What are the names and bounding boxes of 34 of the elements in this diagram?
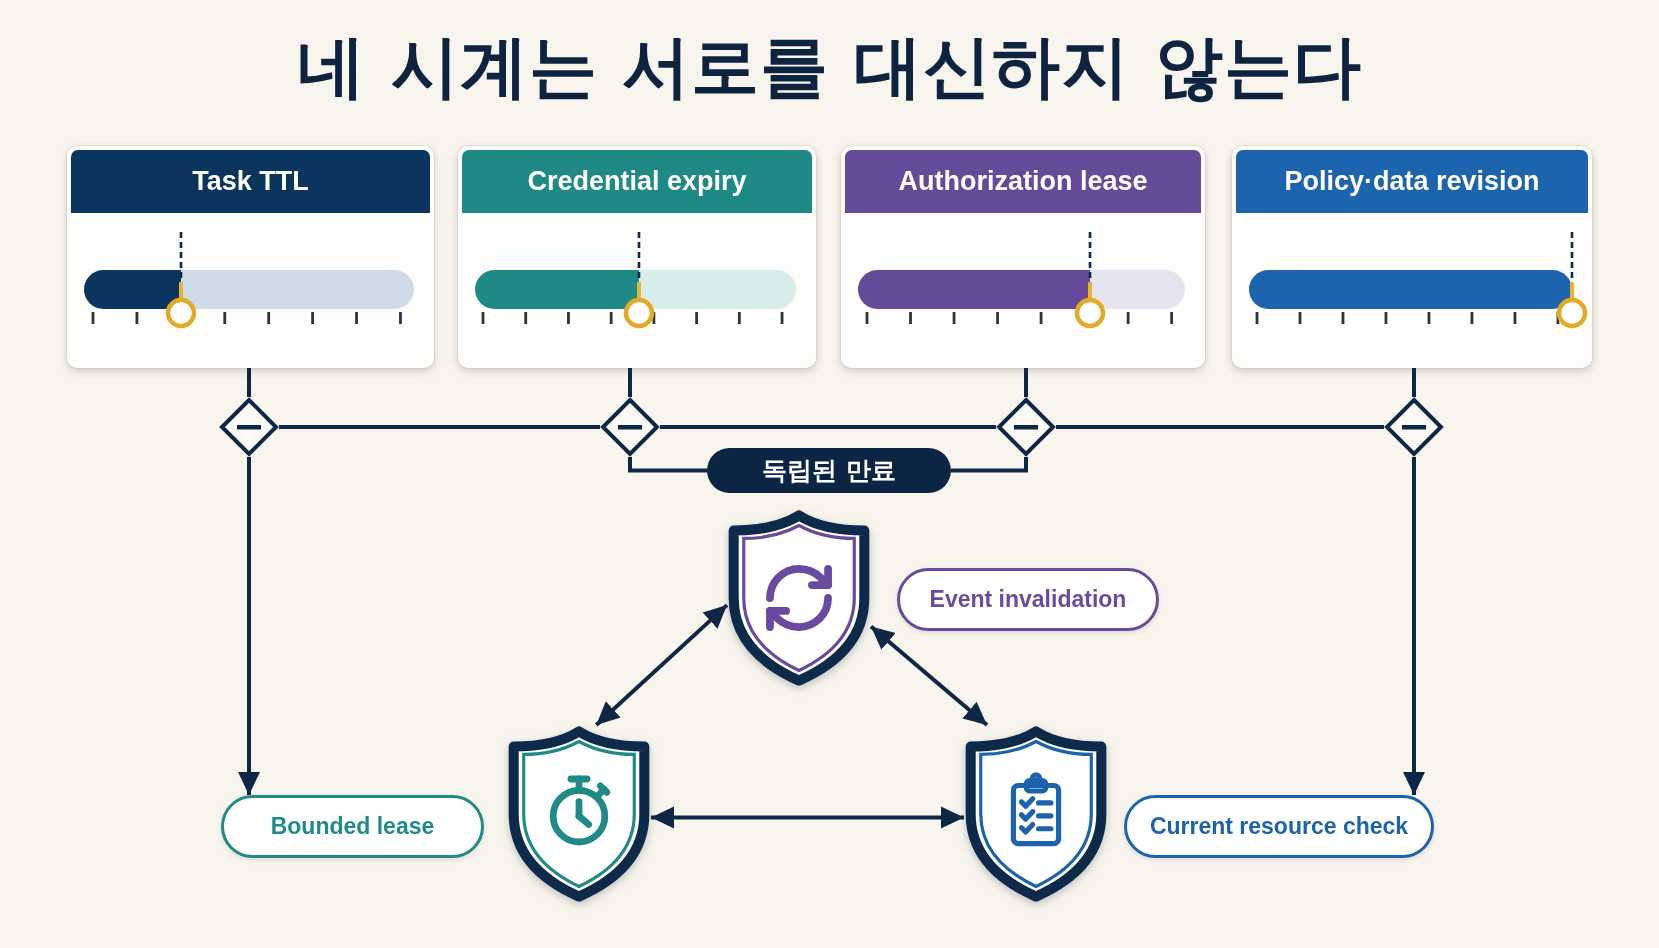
connector-line: [660, 425, 996, 429]
label-pill: Bounded lease: [221, 795, 484, 858]
shield-badge: [964, 725, 1108, 903]
card-header: Authorization lease: [845, 150, 1201, 213]
arrow: [1403, 457, 1425, 795]
connector-line: [628, 457, 707, 473]
junction-diamond: [600, 397, 660, 457]
shield-badge: [727, 509, 871, 687]
connector-line: [951, 457, 1028, 473]
card-header: Policy·data revision: [1236, 150, 1588, 213]
connector-line: [1024, 368, 1028, 397]
timer-card: [1232, 146, 1592, 368]
diagram-title: 네 시계는 서로를 대신하지 않는다: [297, 26, 1362, 108]
connector-line: [1056, 425, 1384, 429]
junction-diamond: [219, 397, 279, 457]
timer-card: [67, 146, 434, 368]
connector-line: [1412, 368, 1416, 397]
card-header: Task TTL: [71, 150, 430, 213]
junction-diamond: [996, 397, 1056, 457]
shield-badge: [507, 725, 651, 903]
connector-line: [628, 368, 632, 397]
connector-line: [247, 368, 251, 397]
label-pill: Current resource check: [1124, 795, 1434, 858]
card-header: Credential expiry: [462, 150, 812, 213]
heading-pill: 독립된 만료: [707, 448, 951, 493]
double-headed-arrow: [651, 806, 964, 829]
junction-diamond: [1384, 397, 1444, 457]
timer-card: [458, 146, 816, 368]
label-pill: Event invalidation: [897, 568, 1159, 631]
timer-card: [841, 146, 1205, 368]
double-headed-arrow: [869, 624, 989, 727]
double-headed-arrow: [594, 603, 729, 727]
arrow: [238, 457, 260, 795]
connector-line: [279, 425, 600, 429]
